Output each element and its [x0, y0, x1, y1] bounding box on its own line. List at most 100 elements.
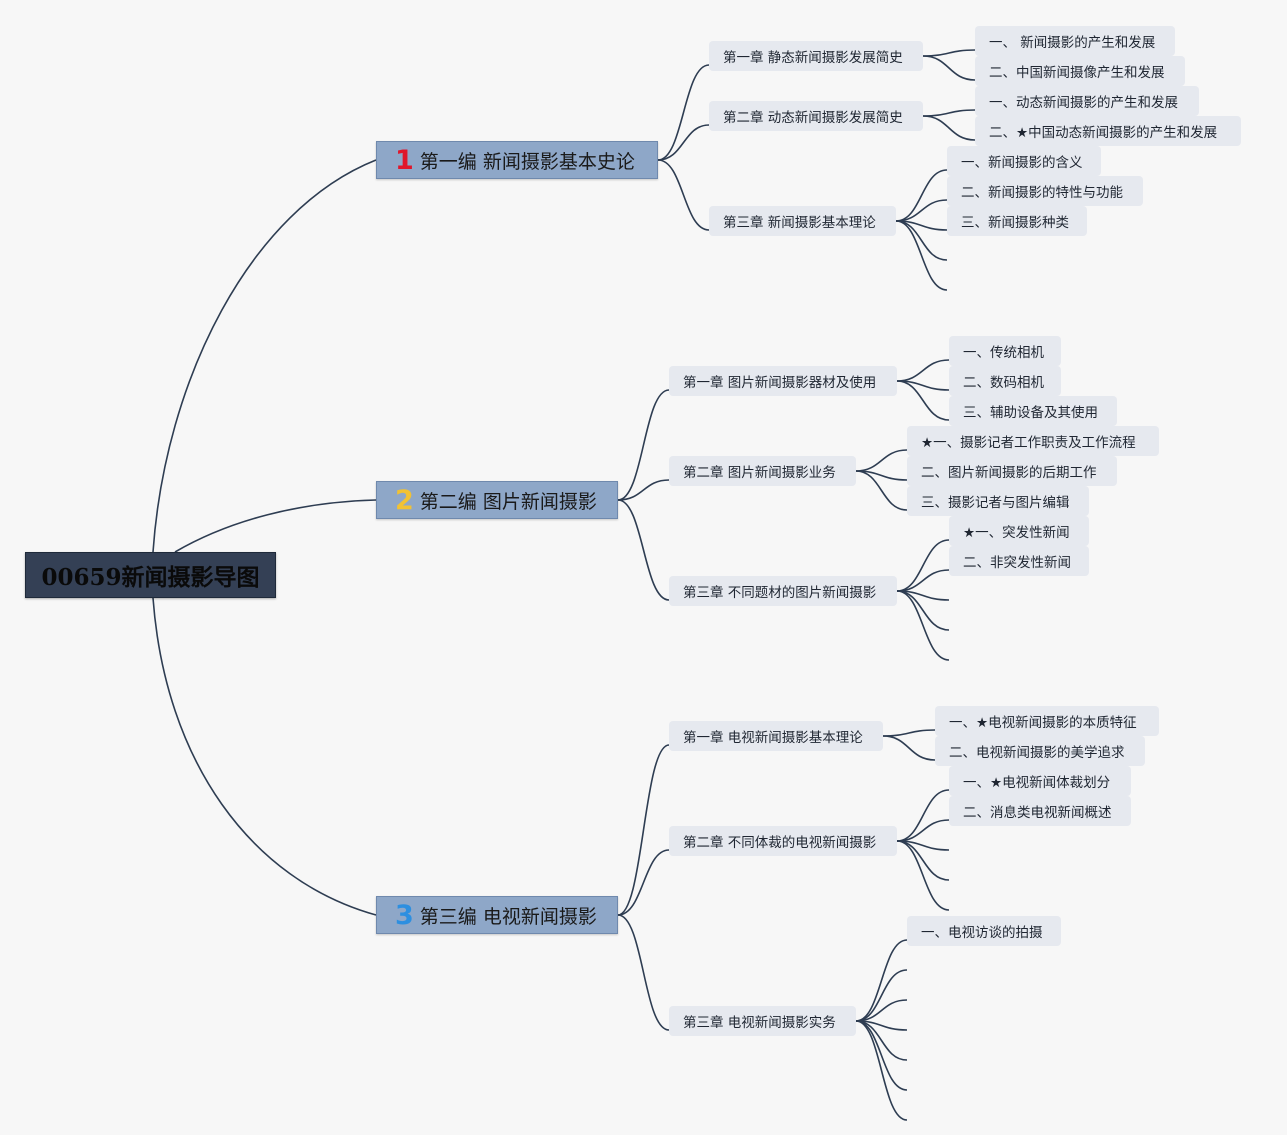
connector-chapter-section — [895, 169, 948, 222]
part-2-label: 第二编 图片新闻摄影 — [419, 490, 597, 513]
chapter-2-3[interactable]: 第三章 不同题材的图片新闻摄影 — [669, 576, 897, 606]
connector-chapter-section — [922, 109, 976, 117]
part-1-number: 1 — [395, 144, 414, 176]
connector-empty-branch — [855, 1020, 908, 1091]
chapter-label: 第三章 电视新闻摄影实务 — [683, 1015, 836, 1031]
chapter-3-1[interactable]: 第一章 电视新闻摄影基本理论 — [669, 721, 883, 751]
section-label: 二、★中国动态新闻摄影的产生和发展 — [989, 125, 1218, 141]
part-2-number: 2 — [395, 484, 414, 516]
part-3-label: 第三编 电视新闻摄影 — [419, 905, 597, 928]
section-2-3-2[interactable]: 二、非突发性新闻 — [949, 546, 1089, 576]
section-label: 一、传统相机 — [963, 345, 1044, 361]
section-label: 二、图片新闻摄影的后期工作 — [921, 465, 1097, 481]
connector-part-chapter — [657, 159, 710, 231]
connector-root-part-2 — [174, 499, 377, 553]
connector-empty-branch — [855, 1020, 908, 1121]
connector-root-part-3 — [152, 597, 377, 916]
connector-empty-branch — [896, 840, 950, 911]
connector-empty-branch — [855, 999, 908, 1022]
section-label: 二、非突发性新闻 — [963, 555, 1071, 571]
section-label: 一、 新闻摄影的产生和发展 — [989, 35, 1156, 51]
chapter-label: 第三章 不同题材的图片新闻摄影 — [683, 585, 877, 601]
chapter-3-2[interactable]: 第二章 不同体裁的电视新闻摄影 — [669, 826, 897, 856]
chapter-label: 第一章 图片新闻摄影器材及使用 — [683, 375, 877, 391]
section-label: 一、电视访谈的拍摄 — [921, 925, 1043, 941]
connector-chapter-section — [855, 449, 908, 472]
section-label: 二、中国新闻摄像产生和发展 — [989, 65, 1165, 81]
chapter-2-2[interactable]: 第二章 图片新闻摄影业务 — [669, 456, 856, 486]
connector-root-part-1 — [152, 159, 377, 553]
connector-chapter-section — [922, 55, 976, 81]
connector-empty-branch — [855, 969, 908, 1022]
section-1-3-2[interactable]: 二、新闻摄影的特性与功能 — [947, 176, 1143, 206]
part-3-number: 3 — [395, 899, 414, 931]
section-1-1-2[interactable]: 二、中国新闻摄像产生和发展 — [975, 56, 1185, 86]
section-3-2-1[interactable]: 一、★电视新闻体裁划分 — [949, 766, 1131, 796]
section-label: 一、新闻摄影的含义 — [961, 155, 1083, 171]
connector-chapter-section — [922, 115, 976, 141]
section-1-1-1[interactable]: 一、 新闻摄影的产生和发展 — [975, 26, 1175, 56]
connector-empty-branch — [896, 590, 950, 661]
connector-chapter-section — [896, 380, 950, 421]
connector-chapter-section — [882, 735, 936, 761]
connector-part-chapter — [617, 499, 670, 601]
chapter-1-2[interactable]: 第二章 动态新闻摄影发展简史 — [709, 101, 923, 131]
connector-part-chapter — [657, 64, 710, 161]
section-2-1-2[interactable]: 二、数码相机 — [949, 366, 1061, 396]
section-1-3-3[interactable]: 三、新闻摄影种类 — [947, 206, 1087, 236]
section-2-2-1[interactable]: ★一、摄影记者工作职责及工作流程 — [907, 426, 1159, 456]
part-2-topic[interactable]: 2 第二编 图片新闻摄影 — [376, 481, 618, 519]
section-2-1-3[interactable]: 三、辅助设备及其使用 — [949, 396, 1117, 426]
section-label: ★一、摄影记者工作职责及工作流程 — [921, 435, 1136, 451]
root-topic[interactable]: 00659新闻摄影导图 — [25, 552, 276, 598]
section-label: 三、辅助设备及其使用 — [963, 405, 1098, 421]
part-3-topic[interactable]: 3 第三编 电视新闻摄影 — [376, 896, 618, 934]
root-topic-label: 00659新闻摄影导图 — [41, 564, 260, 591]
connector-part-chapter — [617, 389, 670, 501]
section-3-1-2[interactable]: 二、电视新闻摄影的美学追求 — [935, 736, 1145, 766]
section-2-2-2[interactable]: 二、图片新闻摄影的后期工作 — [907, 456, 1117, 486]
section-label: 一、★电视新闻体裁划分 — [963, 775, 1111, 791]
chapter-label: 第二章 图片新闻摄影业务 — [683, 465, 836, 481]
connector-chapter-section — [882, 729, 936, 737]
section-1-2-1[interactable]: 一、动态新闻摄影的产生和发展 — [975, 86, 1199, 116]
connector-part-chapter — [617, 849, 670, 916]
chapter-2-1[interactable]: 第一章 图片新闻摄影器材及使用 — [669, 366, 897, 396]
chapter-label: 第三章 新闻摄影基本理论 — [723, 215, 876, 231]
section-label: 三、摄影记者与图片编辑 — [921, 495, 1070, 511]
connector-part-chapter — [657, 124, 710, 161]
connector-chapter-section — [896, 819, 950, 842]
section-label: 三、新闻摄影种类 — [961, 215, 1069, 231]
part-1-topic[interactable]: 1 第一编 新闻摄影基本史论 — [376, 141, 658, 179]
section-label: 二、数码相机 — [963, 375, 1044, 391]
section-label: 一、★电视新闻摄影的本质特征 — [949, 715, 1137, 731]
connector-part-chapter — [617, 479, 670, 501]
section-label: 一、动态新闻摄影的产生和发展 — [989, 95, 1178, 111]
section-1-3-1[interactable]: 一、新闻摄影的含义 — [947, 146, 1101, 176]
connector-chapter-section — [896, 539, 950, 592]
connector-part-chapter — [617, 914, 670, 1031]
section-1-2-2[interactable]: 二、★中国动态新闻摄影的产生和发展 — [975, 116, 1241, 146]
section-2-1-1[interactable]: 一、传统相机 — [949, 336, 1061, 366]
chapter-3-3[interactable]: 第三章 电视新闻摄影实务 — [669, 1006, 856, 1036]
connector-chapter-section — [896, 359, 950, 382]
section-label: 二、新闻摄影的特性与功能 — [961, 185, 1123, 201]
connector-chapter-section — [855, 939, 908, 1022]
section-3-3-1[interactable]: 一、电视访谈的拍摄 — [907, 916, 1061, 946]
section-label: 二、电视新闻摄影的美学追求 — [949, 745, 1125, 761]
chapter-label: 第一章 静态新闻摄影发展简史 — [723, 50, 903, 66]
part-1-label: 第一编 新闻摄影基本史论 — [419, 150, 635, 173]
chapter-1-1[interactable]: 第一章 静态新闻摄影发展简史 — [709, 41, 923, 71]
section-3-2-2[interactable]: 二、消息类电视新闻概述 — [949, 796, 1131, 826]
chapter-label: 第二章 不同体裁的电视新闻摄影 — [683, 835, 877, 851]
chapter-1-3[interactable]: 第三章 新闻摄影基本理论 — [709, 206, 896, 236]
section-3-1-1[interactable]: 一、★电视新闻摄影的本质特征 — [935, 706, 1159, 736]
connector-chapter-section — [855, 470, 908, 511]
connector-part-chapter — [617, 744, 670, 916]
section-2-3-1[interactable]: ★一、突发性新闻 — [949, 516, 1089, 546]
connector-empty-branch — [895, 220, 948, 291]
connector-chapter-section — [896, 789, 950, 842]
section-2-2-3[interactable]: 三、摄影记者与图片编辑 — [907, 486, 1089, 516]
